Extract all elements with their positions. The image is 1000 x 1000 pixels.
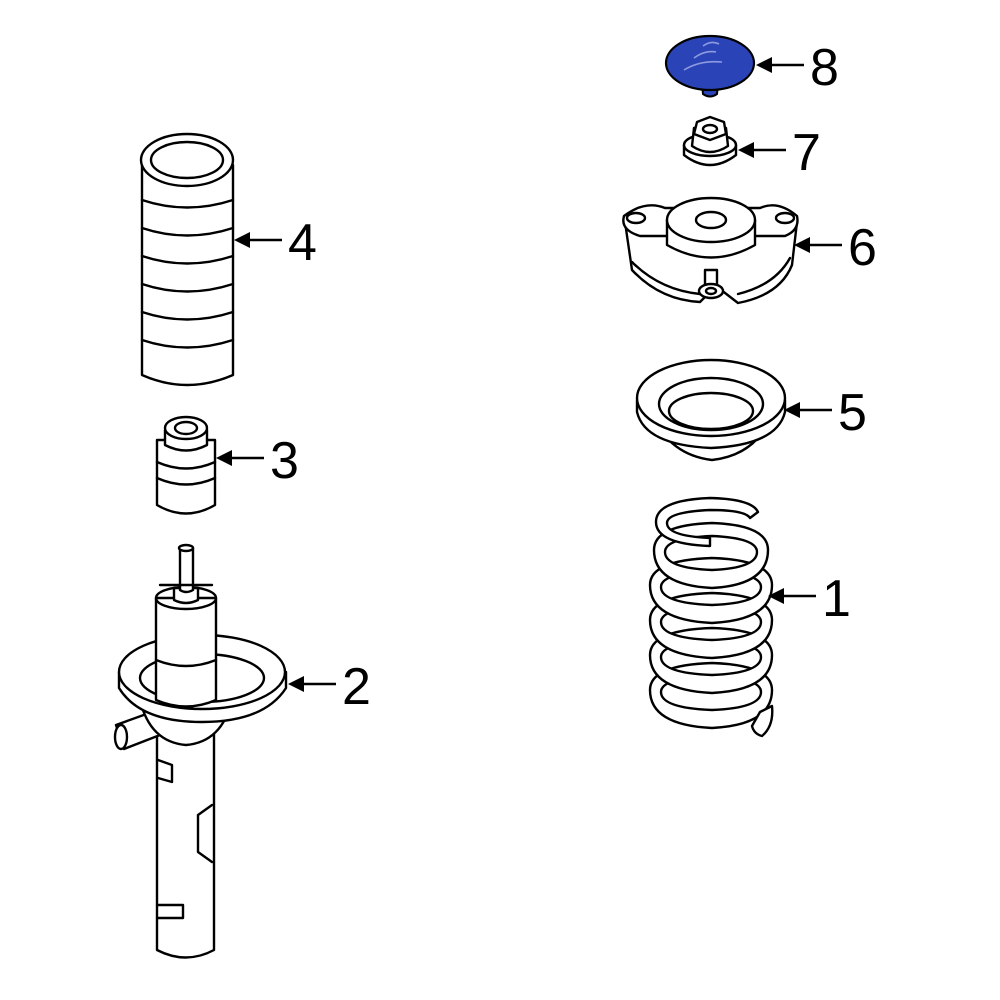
callout-label-1: 1 <box>822 570 851 628</box>
part-6-strut-mount <box>622 196 799 305</box>
part-1-coil-spring <box>648 496 774 738</box>
part-2-strut-assembly <box>113 543 288 959</box>
callout-arrow-6 <box>794 237 842 253</box>
part-7-nut <box>682 115 738 167</box>
callout-arrow-5 <box>784 402 832 418</box>
callout-labels: 8 7 6 5 1 4 3 2 <box>270 39 877 716</box>
callout-label-7: 7 <box>792 124 821 182</box>
callout-label-8: 8 <box>810 39 839 97</box>
part-8-cap <box>664 34 756 98</box>
callout-arrow-8 <box>756 57 804 73</box>
callout-label-2: 2 <box>342 658 371 716</box>
callout-arrow-1 <box>768 588 816 604</box>
part-4-dust-boot <box>139 132 235 387</box>
callout-label-5: 5 <box>838 384 867 442</box>
callout-label-4: 4 <box>288 214 317 272</box>
part-5-spring-pad <box>635 358 787 462</box>
part-3-bump-stop <box>155 415 217 515</box>
cap-dome <box>664 34 756 92</box>
callout-arrows <box>216 57 842 692</box>
callout-arrow-7 <box>738 142 786 158</box>
callout-arrow-2 <box>288 676 336 692</box>
callout-arrow-3 <box>216 450 264 466</box>
callout-arrow-4 <box>234 232 282 248</box>
callout-label-6: 6 <box>848 219 877 277</box>
callout-label-3: 3 <box>270 432 299 490</box>
